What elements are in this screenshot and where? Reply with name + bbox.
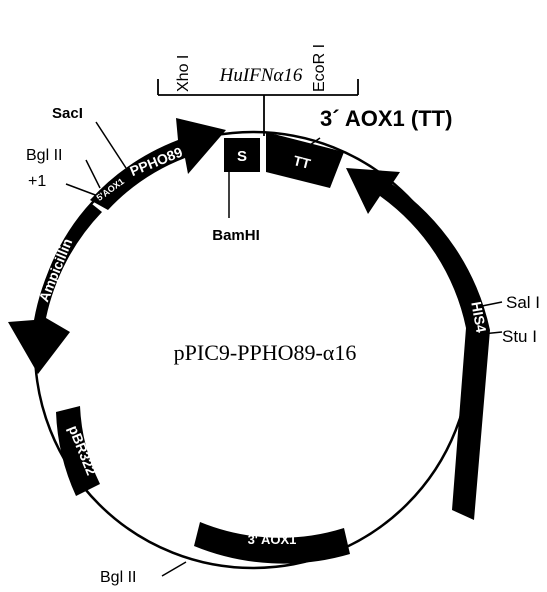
sali-label: Sal I xyxy=(506,293,540,312)
stui-tick xyxy=(481,331,503,335)
plus1-tick xyxy=(65,183,99,197)
bglii-bottom-label: Bgl II xyxy=(100,569,136,586)
tt-box xyxy=(266,132,344,188)
ampicillin-label: Ampicillin xyxy=(35,236,75,304)
site-xhoi-label: Xho I xyxy=(175,55,192,92)
bglii-bottom-tick xyxy=(161,561,187,577)
site-ecori-label: EcoR I xyxy=(311,44,328,92)
bamhi-label: BamHI xyxy=(212,227,260,244)
his4-arrow xyxy=(346,168,490,520)
promoter-label: PPHO89 xyxy=(128,144,185,180)
tt-header-label: 3´ AOX1 (TT) xyxy=(320,106,452,131)
signal-box xyxy=(224,138,260,172)
aox1-3-box xyxy=(194,522,350,564)
pbr322-box xyxy=(56,406,100,496)
bglii-top-label: Bgl II xyxy=(26,147,62,164)
his4-label: HIS4 xyxy=(468,300,489,334)
saci-label: SacI xyxy=(52,105,83,122)
plasmid-name-label: pPIC9-PPHO89-α16 xyxy=(174,340,357,365)
ppho89-arrow xyxy=(90,118,226,210)
gene-label: HuIFNα16 xyxy=(219,65,303,86)
signal-label: S xyxy=(237,148,247,165)
insert-bracket xyxy=(157,79,359,136)
stui-label: Stu I xyxy=(502,327,537,346)
bglii-top-tick xyxy=(85,159,101,189)
tt-label: TT xyxy=(292,152,313,172)
saci-tick xyxy=(95,121,127,169)
sali-tick xyxy=(481,301,503,307)
ampicillin-arrow xyxy=(8,204,102,374)
tt-header-tick xyxy=(293,137,321,157)
plus1-label: +1 xyxy=(28,173,46,190)
aox1-3-label: 3' AOX1 xyxy=(248,532,297,547)
